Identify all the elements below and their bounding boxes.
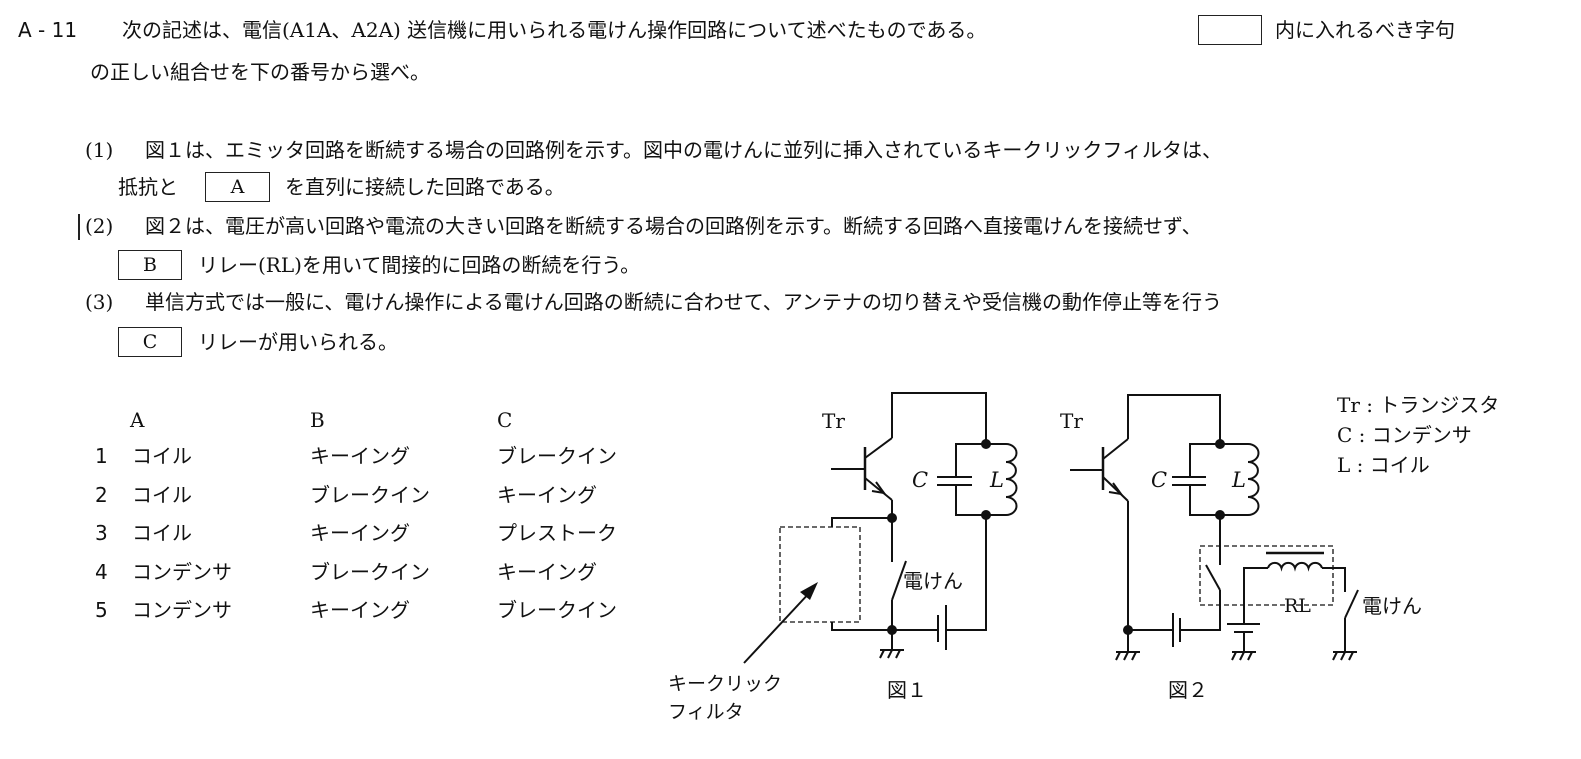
choice-number: 1 xyxy=(95,444,108,468)
filter-pointer-arrow xyxy=(743,589,813,664)
choice-c: プレストーク xyxy=(497,521,617,545)
col-header-b: B xyxy=(310,408,325,432)
col-header-a: A xyxy=(130,408,145,432)
ground-icon xyxy=(1332,651,1357,661)
choice-b: キーイング xyxy=(310,521,410,545)
choice-number: 3 xyxy=(95,521,108,545)
item-2-cont: リレー(RL)を用いて間接的に回路の断続を行う。 xyxy=(198,253,641,277)
tr-label: Tr xyxy=(1060,409,1083,433)
figure-1-caption: 図１ xyxy=(887,678,927,702)
legend-l: L : コイル xyxy=(1337,453,1430,477)
ground-icon xyxy=(1231,651,1256,661)
item-3-text: 単信方式では一般に、電けん操作による電けん回路の断続に合わせて、アンテナの切り替… xyxy=(145,290,1222,314)
item-1-cont-after: を直列に接続した回路である。 xyxy=(285,175,565,199)
choice-c: ブレークイン xyxy=(497,444,617,468)
figure-2: Tr C L RL 電けん 図２ xyxy=(1060,394,1422,702)
item-1-label: (1) xyxy=(85,138,114,162)
item-2-label: (2) xyxy=(85,214,114,238)
choice-c: キーイング xyxy=(497,559,597,584)
choice-c: キーイング xyxy=(497,482,597,507)
l-label: L xyxy=(989,468,1004,492)
item-2-text: 図２は、電圧が高い回路や電流の大きい回路を断続する場合の回路例を示す。断続する回… xyxy=(145,214,1202,238)
item-3-label: (3) xyxy=(85,290,114,314)
key-label: 電けん xyxy=(903,569,963,593)
item-1-text: 図１は、エミッタ回路を断続する場合の回路例を示す。図中の電けんに並列に挿入されて… xyxy=(145,138,1222,162)
emitter-arrow-icon xyxy=(1108,482,1124,496)
blank-a: A xyxy=(205,172,270,202)
relay-coil-icon xyxy=(1267,561,1323,572)
choice-number: 2 xyxy=(95,482,108,507)
choice-number: 5 xyxy=(95,598,108,622)
blank-b: B xyxy=(118,250,182,280)
choice-a: コイル xyxy=(132,444,192,468)
relay-contact xyxy=(1205,564,1221,591)
choice-b: キーイング xyxy=(310,444,410,468)
question-text-line2: の正しい組合せを下の番号から選べ。 xyxy=(90,60,430,84)
choice-a: コイル xyxy=(132,482,192,507)
key-label: 電けん xyxy=(1362,594,1422,618)
filter-label: フィルタ xyxy=(668,701,744,723)
blank-c: C xyxy=(118,327,182,357)
filter-label: キークリック xyxy=(668,673,782,695)
relay-box xyxy=(1199,545,1334,606)
col-header-c: C xyxy=(497,408,513,432)
choice-a: コイル xyxy=(132,521,192,545)
ground-icon xyxy=(1115,651,1140,661)
emitter-arrow-icon xyxy=(871,481,887,495)
tr-label: Tr xyxy=(822,409,845,433)
c-label: C xyxy=(912,468,928,492)
question-text: 次の記述は、電信(A1A、A2A) 送信機に用いられる電けん操作回路について述べ… xyxy=(122,18,987,42)
margin-mark xyxy=(78,214,80,240)
legend: Tr : トランジスタ C : コンデンサ L : コイル xyxy=(1337,393,1499,477)
choice-a: コンデンサ xyxy=(132,559,232,584)
choice-b: ブレークイン xyxy=(310,482,430,507)
coil-icon xyxy=(1005,443,1018,516)
c-label: C xyxy=(1151,468,1167,492)
choice-a: コンデンサ xyxy=(132,598,232,622)
figure-2-caption: 図２ xyxy=(1168,678,1208,702)
item-1-cont: 抵抗と xyxy=(118,175,178,199)
blank-box xyxy=(1198,15,1262,45)
key-switch xyxy=(891,560,907,601)
question-text-tail: 内に入れるべき字句 xyxy=(1275,18,1455,42)
legend-c: C : コンデンサ xyxy=(1337,423,1472,447)
choice-b: キーイング xyxy=(310,598,410,622)
choice-c: ブレークイン xyxy=(497,598,617,622)
key-switch xyxy=(1344,589,1359,619)
question-number: A - 11 xyxy=(18,18,78,42)
figure-1: Tr C L 電けん キークリック フィルタ 図１ xyxy=(668,392,1018,723)
arrowhead-icon xyxy=(800,582,818,600)
collector-wire xyxy=(891,392,987,444)
rl-label: RL xyxy=(1284,595,1311,617)
legend-tr: Tr : トランジスタ xyxy=(1337,393,1499,417)
key-click-filter-box xyxy=(779,526,861,623)
choice-number: 4 xyxy=(95,559,108,584)
coil-icon xyxy=(1247,443,1260,516)
choice-b: ブレークイン xyxy=(310,559,430,584)
ground-icon xyxy=(879,649,904,659)
item-3-cont: リレーが用いられる。 xyxy=(198,330,398,354)
l-label: L xyxy=(1231,468,1246,492)
